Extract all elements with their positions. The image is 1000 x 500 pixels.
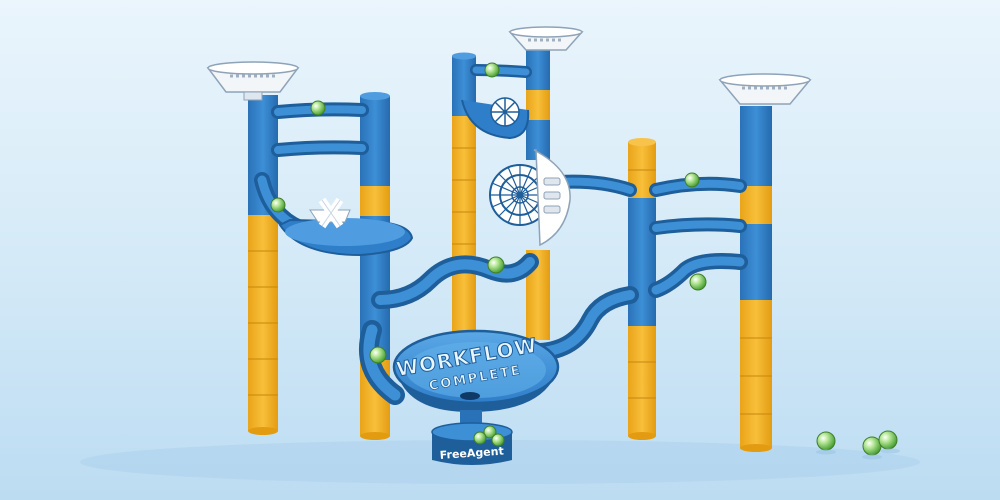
brand-logo: FreeAgent bbox=[439, 445, 504, 462]
funnel-left bbox=[206, 61, 300, 101]
pillar-right bbox=[740, 106, 772, 452]
pillar-center-left bbox=[452, 52, 476, 334]
large-wheel bbox=[489, 149, 571, 247]
left-spinner-platform bbox=[278, 197, 414, 257]
marble-shadows bbox=[816, 448, 900, 460]
base-stand bbox=[431, 410, 513, 465]
workflow-bowl bbox=[392, 329, 560, 412]
funnel-right bbox=[718, 73, 812, 105]
funnel-center bbox=[508, 26, 584, 51]
upper-wheel bbox=[461, 97, 530, 140]
